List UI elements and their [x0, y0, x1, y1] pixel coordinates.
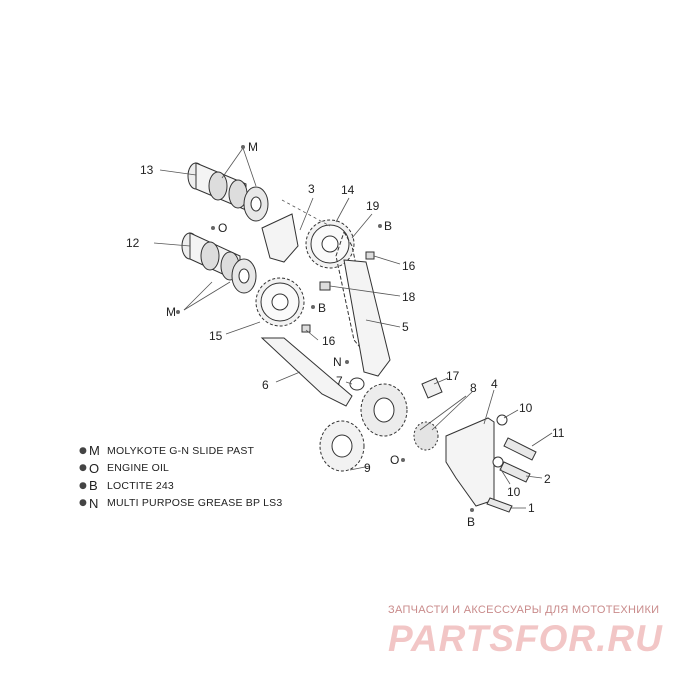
lube-b-16b: B	[318, 301, 326, 315]
drop-icon: ●	[79, 463, 87, 474]
bearing-8[interactable]	[413, 421, 439, 451]
legend-row-o: ● O ENGINE OIL	[79, 460, 282, 478]
callout-10-lower: 10	[507, 485, 521, 499]
lube-m-top: M	[248, 140, 258, 154]
callout-18: 18	[402, 290, 416, 304]
callout-1: 1	[528, 501, 535, 515]
pin-17[interactable]	[421, 377, 443, 399]
callout-10-upper: 10	[519, 401, 533, 415]
drop-icon: ●	[79, 498, 87, 509]
callout-12: 12	[126, 236, 140, 250]
legend-text: LOCTITE 243	[107, 479, 174, 492]
legend-row-m: ● M MOLYKOTE G-N SLIDE PAST	[79, 442, 282, 460]
callout-16-upper: 16	[402, 259, 416, 273]
bolt-16-lower[interactable]	[301, 324, 311, 333]
bolt-2[interactable]	[499, 461, 531, 483]
legend-row-n: ● N MULTI PURPOSE GREASE BP LS3	[79, 495, 282, 513]
callout-14: 14	[341, 183, 355, 197]
chain-guide-6[interactable]	[260, 337, 353, 407]
callout-19: 19	[366, 199, 380, 213]
plate-4[interactable]	[445, 417, 495, 507]
tensioner-guide-5[interactable]	[343, 259, 391, 377]
bolt-1[interactable]	[486, 497, 513, 513]
legend-text: MOLYKOTE G-N SLIDE PAST	[107, 444, 255, 457]
callout-5: 5	[402, 320, 409, 334]
bolt-18[interactable]	[319, 281, 331, 291]
legend-letter: B	[89, 478, 98, 494]
callout-2: 2	[544, 472, 551, 486]
callout-11: 11	[552, 426, 565, 440]
washer-7[interactable]	[349, 377, 365, 391]
lube-o-top: O	[218, 221, 227, 235]
callout-16-lower: 16	[322, 334, 336, 348]
bolt-11[interactable]	[503, 437, 537, 461]
legend-letter: M	[89, 443, 100, 459]
legend-letter: O	[89, 460, 100, 476]
legend-text: ENGINE OIL	[107, 462, 170, 475]
lube-b-16a: B	[384, 219, 392, 233]
lube-n-7: N	[333, 355, 342, 369]
lubricant-legend: ● M MOLYKOTE G-N SLIDE PAST ● O ENGINE O…	[79, 442, 282, 512]
callout-13: 13	[140, 163, 154, 177]
bolt-16-upper[interactable]	[365, 251, 375, 260]
callout-8: 8	[470, 381, 477, 395]
legend-row-b: ● B LOCTITE 243	[79, 477, 282, 495]
camshaft-12[interactable]	[181, 232, 257, 294]
lube-m-mid: M	[166, 305, 176, 319]
drop-icon: ●	[79, 480, 87, 491]
lubrication-markers: M O M B B N O B	[166, 140, 475, 529]
callout-17: 17	[446, 369, 460, 383]
callout-4: 4	[491, 377, 498, 391]
callout-6: 6	[262, 378, 269, 392]
leader-lines	[153, 147, 553, 509]
callout-3: 3	[308, 182, 315, 196]
lube-o-8: O	[390, 453, 399, 467]
callout-numbers: 13 12 3 14 19 16 18 5 16 15 6 7 17 8 4 1…	[126, 163, 565, 515]
gear-9[interactable]	[319, 383, 408, 472]
watermark: ЗАПЧАСТИ И АКСЕССУАРЫ ДЛЯ МОТОТЕХНИКИ PA…	[388, 604, 688, 660]
drop-icon: ●	[79, 445, 87, 456]
bracket-3[interactable]	[261, 213, 299, 263]
legend-letter: N	[89, 495, 99, 511]
sprocket-14[interactable]	[305, 219, 355, 269]
watermark-subtitle: ЗАПЧАСТИ И АКСЕССУАРЫ ДЛЯ МОТОТЕХНИКИ	[388, 604, 660, 616]
callout-7: 7	[336, 374, 343, 388]
watermark-logo: PARTSFOR.RU	[388, 618, 663, 659]
camshaft-13[interactable]	[187, 162, 269, 222]
lube-b-1: B	[467, 515, 475, 529]
sprocket-15[interactable]	[255, 277, 305, 327]
callout-15: 15	[209, 329, 223, 343]
callout-9: 9	[364, 461, 371, 475]
washer-10-lower[interactable]	[492, 456, 504, 468]
washer-10-upper[interactable]	[496, 414, 508, 426]
legend-text: MULTI PURPOSE GREASE BP LS3	[107, 497, 283, 510]
